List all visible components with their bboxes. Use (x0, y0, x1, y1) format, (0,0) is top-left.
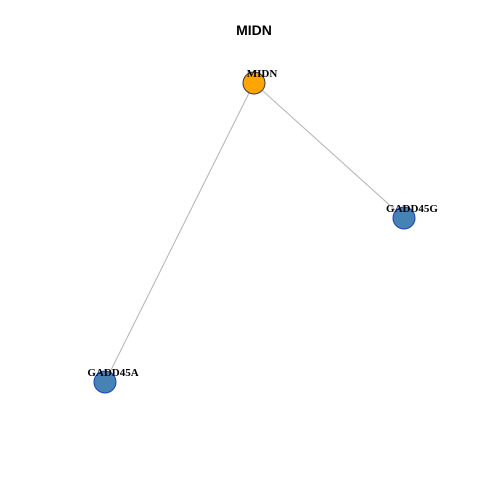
node-label-gadd45a: GADD45A (87, 367, 138, 379)
node-gadd45g[interactable]: GADD45G (386, 203, 438, 230)
edge-layer (104, 82, 405, 383)
edge-midn-gadd45a (104, 82, 255, 383)
node-circle-gadd45g[interactable] (392, 206, 416, 230)
node-gadd45a[interactable]: GADD45A (87, 367, 139, 394)
node-circle-gadd45a[interactable] (93, 370, 117, 394)
node-label-midn: MIDN (247, 68, 278, 80)
node-layer: MIDN GADD45G GADD45A (87, 68, 438, 394)
diagram-title: MIDN (236, 22, 272, 38)
node-circle-midn[interactable] (242, 71, 266, 95)
node-midn[interactable]: MIDN (242, 68, 278, 95)
edge-midn-gadd45g (253, 82, 405, 219)
node-label-gadd45g: GADD45G (386, 203, 438, 215)
